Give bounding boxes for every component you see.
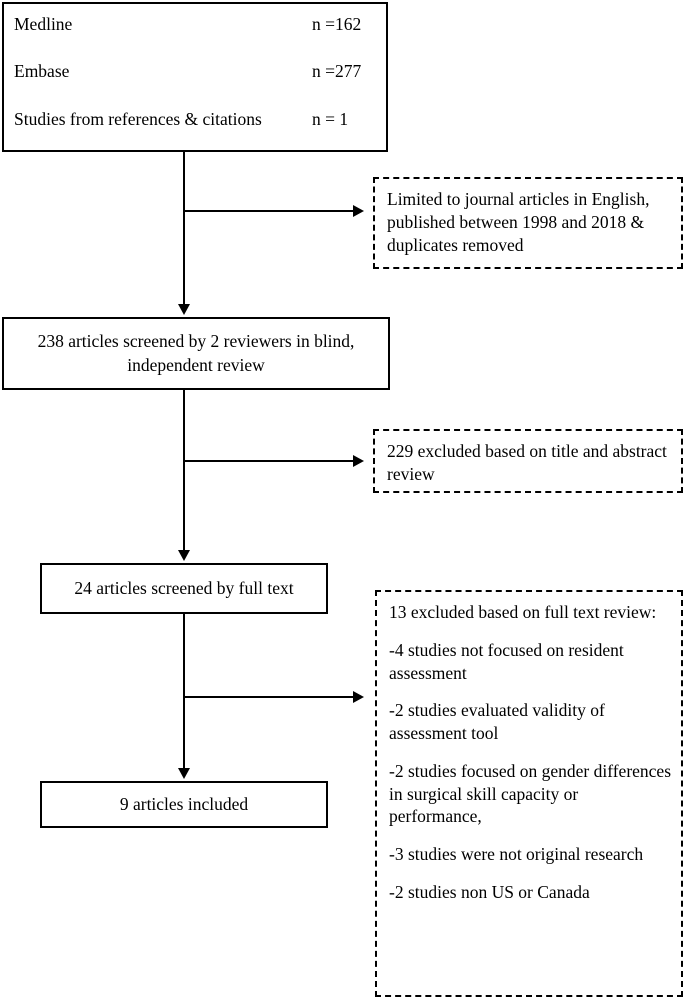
- excluded-fulltext-box: 13 excluded based on full text review: -…: [375, 590, 683, 997]
- excluded-fulltext-reason: -4 studies not focused on resident asses…: [389, 639, 629, 683]
- fulltext-box-text: 24 articles screened by full text: [74, 577, 294, 598]
- arrow-right-to-excluded-title-abstract: [353, 455, 364, 467]
- filter-note-text: Limited to journal articles in English, …: [387, 189, 654, 255]
- arrow-down-to-screening: [178, 304, 190, 315]
- identification-box: Medline n =162 Embase n =277 Studies fro…: [2, 2, 388, 152]
- source-name-medline: Medline: [14, 14, 73, 34]
- connector-branch-2: [183, 460, 353, 462]
- connector-branch-3: [183, 696, 353, 698]
- excluded-fulltext-reason: -3 studies were not original research: [389, 844, 644, 864]
- included-box-text: 9 articles included: [119, 793, 249, 814]
- excluded-fulltext-reason: -2 studies non US or Canada: [389, 881, 590, 902]
- source-row: Studies from references & citations n = …: [4, 109, 386, 130]
- arrow-right-to-excluded-fulltext: [353, 691, 364, 703]
- source-row: Medline n =162: [4, 14, 386, 35]
- source-count-medline: n =162: [312, 14, 362, 34]
- arrow-right-to-filter-note: [353, 205, 364, 217]
- arrow-down-to-fulltext: [178, 550, 190, 561]
- source-name-embase: Embase: [14, 61, 70, 81]
- excluded-fulltext-heading: 13 excluded based on full text review:: [389, 602, 657, 622]
- source-count-references: n = 1: [312, 109, 349, 129]
- excluded-title-abstract-box: 229 excluded based on title and abstract…: [373, 429, 683, 493]
- filter-note-box: Limited to journal articles in English, …: [373, 177, 683, 269]
- connector-trunk-2: [183, 390, 185, 550]
- included-box: 9 articles included: [40, 781, 328, 828]
- source-name-references: Studies from references & citations: [14, 109, 262, 129]
- arrow-down-to-included: [178, 768, 190, 779]
- connector-trunk-3: [183, 614, 185, 768]
- excluded-fulltext-reason: -2 studies evaluated validity of assessm…: [389, 700, 610, 743]
- excluded-title-abstract-text: 229 excluded based on title and abstract…: [387, 441, 672, 484]
- fulltext-box: 24 articles screened by full text: [40, 563, 328, 614]
- excluded-fulltext-reason: -2 studies focused on gender differences…: [389, 760, 676, 827]
- source-count-embase: n =277: [312, 61, 362, 81]
- screening-box: 238 articles screened by 2 reviewers in …: [2, 317, 390, 390]
- connector-branch-1: [183, 210, 353, 212]
- connector-trunk-1: [183, 152, 185, 304]
- source-row: Embase n =277: [4, 61, 386, 82]
- screening-box-text: 238 articles screened by 2 reviewers in …: [37, 331, 359, 375]
